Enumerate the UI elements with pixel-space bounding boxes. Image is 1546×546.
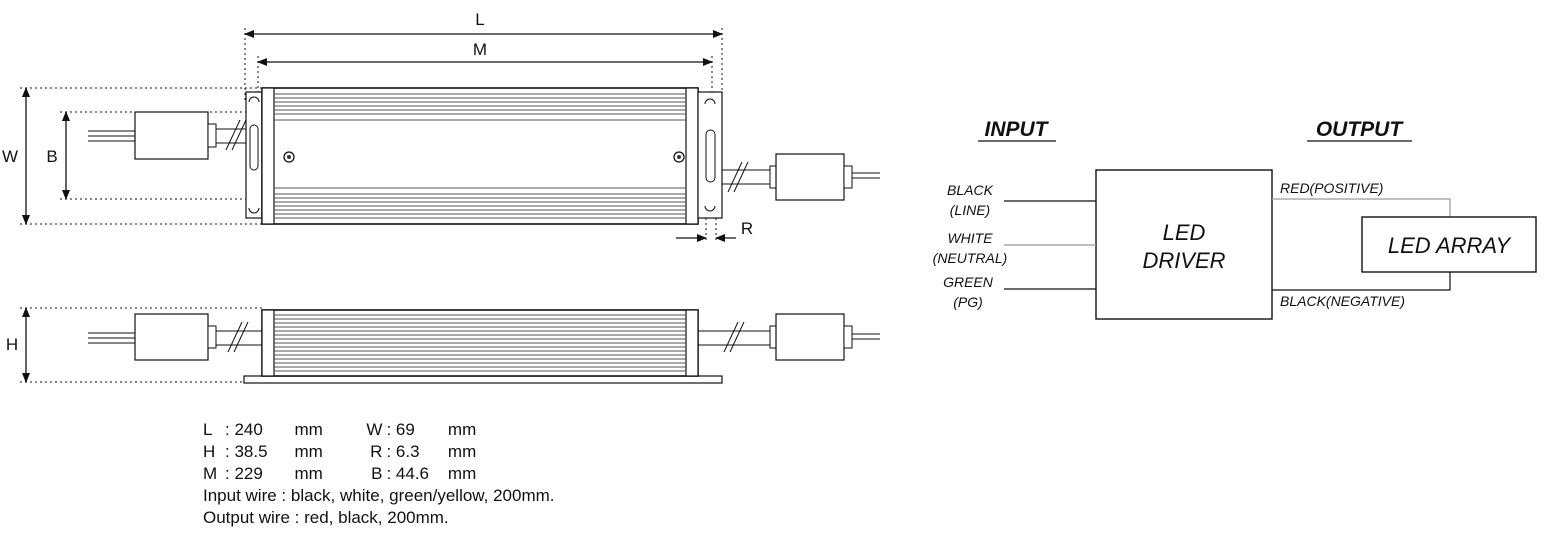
- spec-unit: mm: [447, 442, 477, 461]
- spec-value: 240: [234, 420, 263, 439]
- label-M: M: [473, 40, 487, 59]
- spec-value: 38.5: [234, 442, 268, 461]
- spec-key: M: [203, 464, 218, 483]
- spec-value: 69: [395, 420, 415, 439]
- spec-unit: mm: [447, 420, 477, 439]
- top-view: L M W B: [2, 10, 880, 242]
- output-label-red: RED(POSITIVE): [1280, 180, 1383, 196]
- label-L: L: [475, 10, 484, 29]
- input-sublabel-pg: (PG): [953, 294, 983, 310]
- output-heading: OUTPUT: [1316, 118, 1405, 141]
- wire-red-positive: [1272, 198, 1451, 217]
- spec-unit: mm: [294, 464, 323, 483]
- input-sublabel-line: (LINE): [950, 202, 990, 218]
- led-array-label: LED ARRAY: [1388, 233, 1512, 258]
- dimension-W: W: [2, 87, 262, 225]
- input-label-white: WHITE: [947, 230, 993, 246]
- label-W: W: [2, 147, 18, 166]
- spec-unit: mm: [294, 442, 323, 461]
- driver-label-line2: DRIVER: [1142, 248, 1225, 273]
- housing-top: [261, 87, 699, 225]
- output-label-black: BLACK(NEGATIVE): [1280, 293, 1405, 309]
- label-R: R: [741, 219, 753, 238]
- output-cable: [722, 153, 880, 201]
- left-bracket: [245, 91, 263, 219]
- input-heading: INPUT: [985, 118, 1050, 141]
- spec-key: H: [203, 442, 216, 461]
- spec-unit: mm: [447, 464, 477, 483]
- driver-label-line1: LED: [1163, 220, 1206, 245]
- spec-key: L: [203, 420, 213, 439]
- led-driver-box: [1095, 169, 1273, 320]
- spec-unit: mm: [294, 420, 323, 439]
- spec-value: 229: [234, 464, 263, 483]
- right-bracket: [697, 91, 723, 219]
- label-H: H: [6, 335, 18, 354]
- spec-value: 6.3: [395, 442, 420, 461]
- wiring-diagram: INPUT OUTPUT LED DRIVER BLACK (LINE) WHI…: [933, 118, 1537, 320]
- spec-key: R: [370, 442, 383, 461]
- input-label-black: BLACK: [947, 182, 994, 198]
- spec-value: 44.6: [395, 464, 429, 483]
- output-wire-spec: Output wire : red, black, 200mm.: [203, 508, 449, 527]
- input-sublabel-neutral: (NEUTRAL): [933, 250, 1008, 266]
- spec-key: B: [371, 464, 383, 483]
- label-B: B: [46, 147, 57, 166]
- input-wire-spec: Input wire : black, white, green/yellow,…: [203, 486, 555, 505]
- input-cable: [88, 111, 262, 160]
- dimension-H: H: [6, 307, 262, 383]
- input-label-green: GREEN: [943, 274, 994, 290]
- spec-key: W: [366, 420, 383, 439]
- wire-black-negative: [1272, 272, 1451, 291]
- side-view: H: [6, 307, 880, 384]
- dimension-R: R: [676, 218, 753, 242]
- led-array-box: [1361, 216, 1537, 273]
